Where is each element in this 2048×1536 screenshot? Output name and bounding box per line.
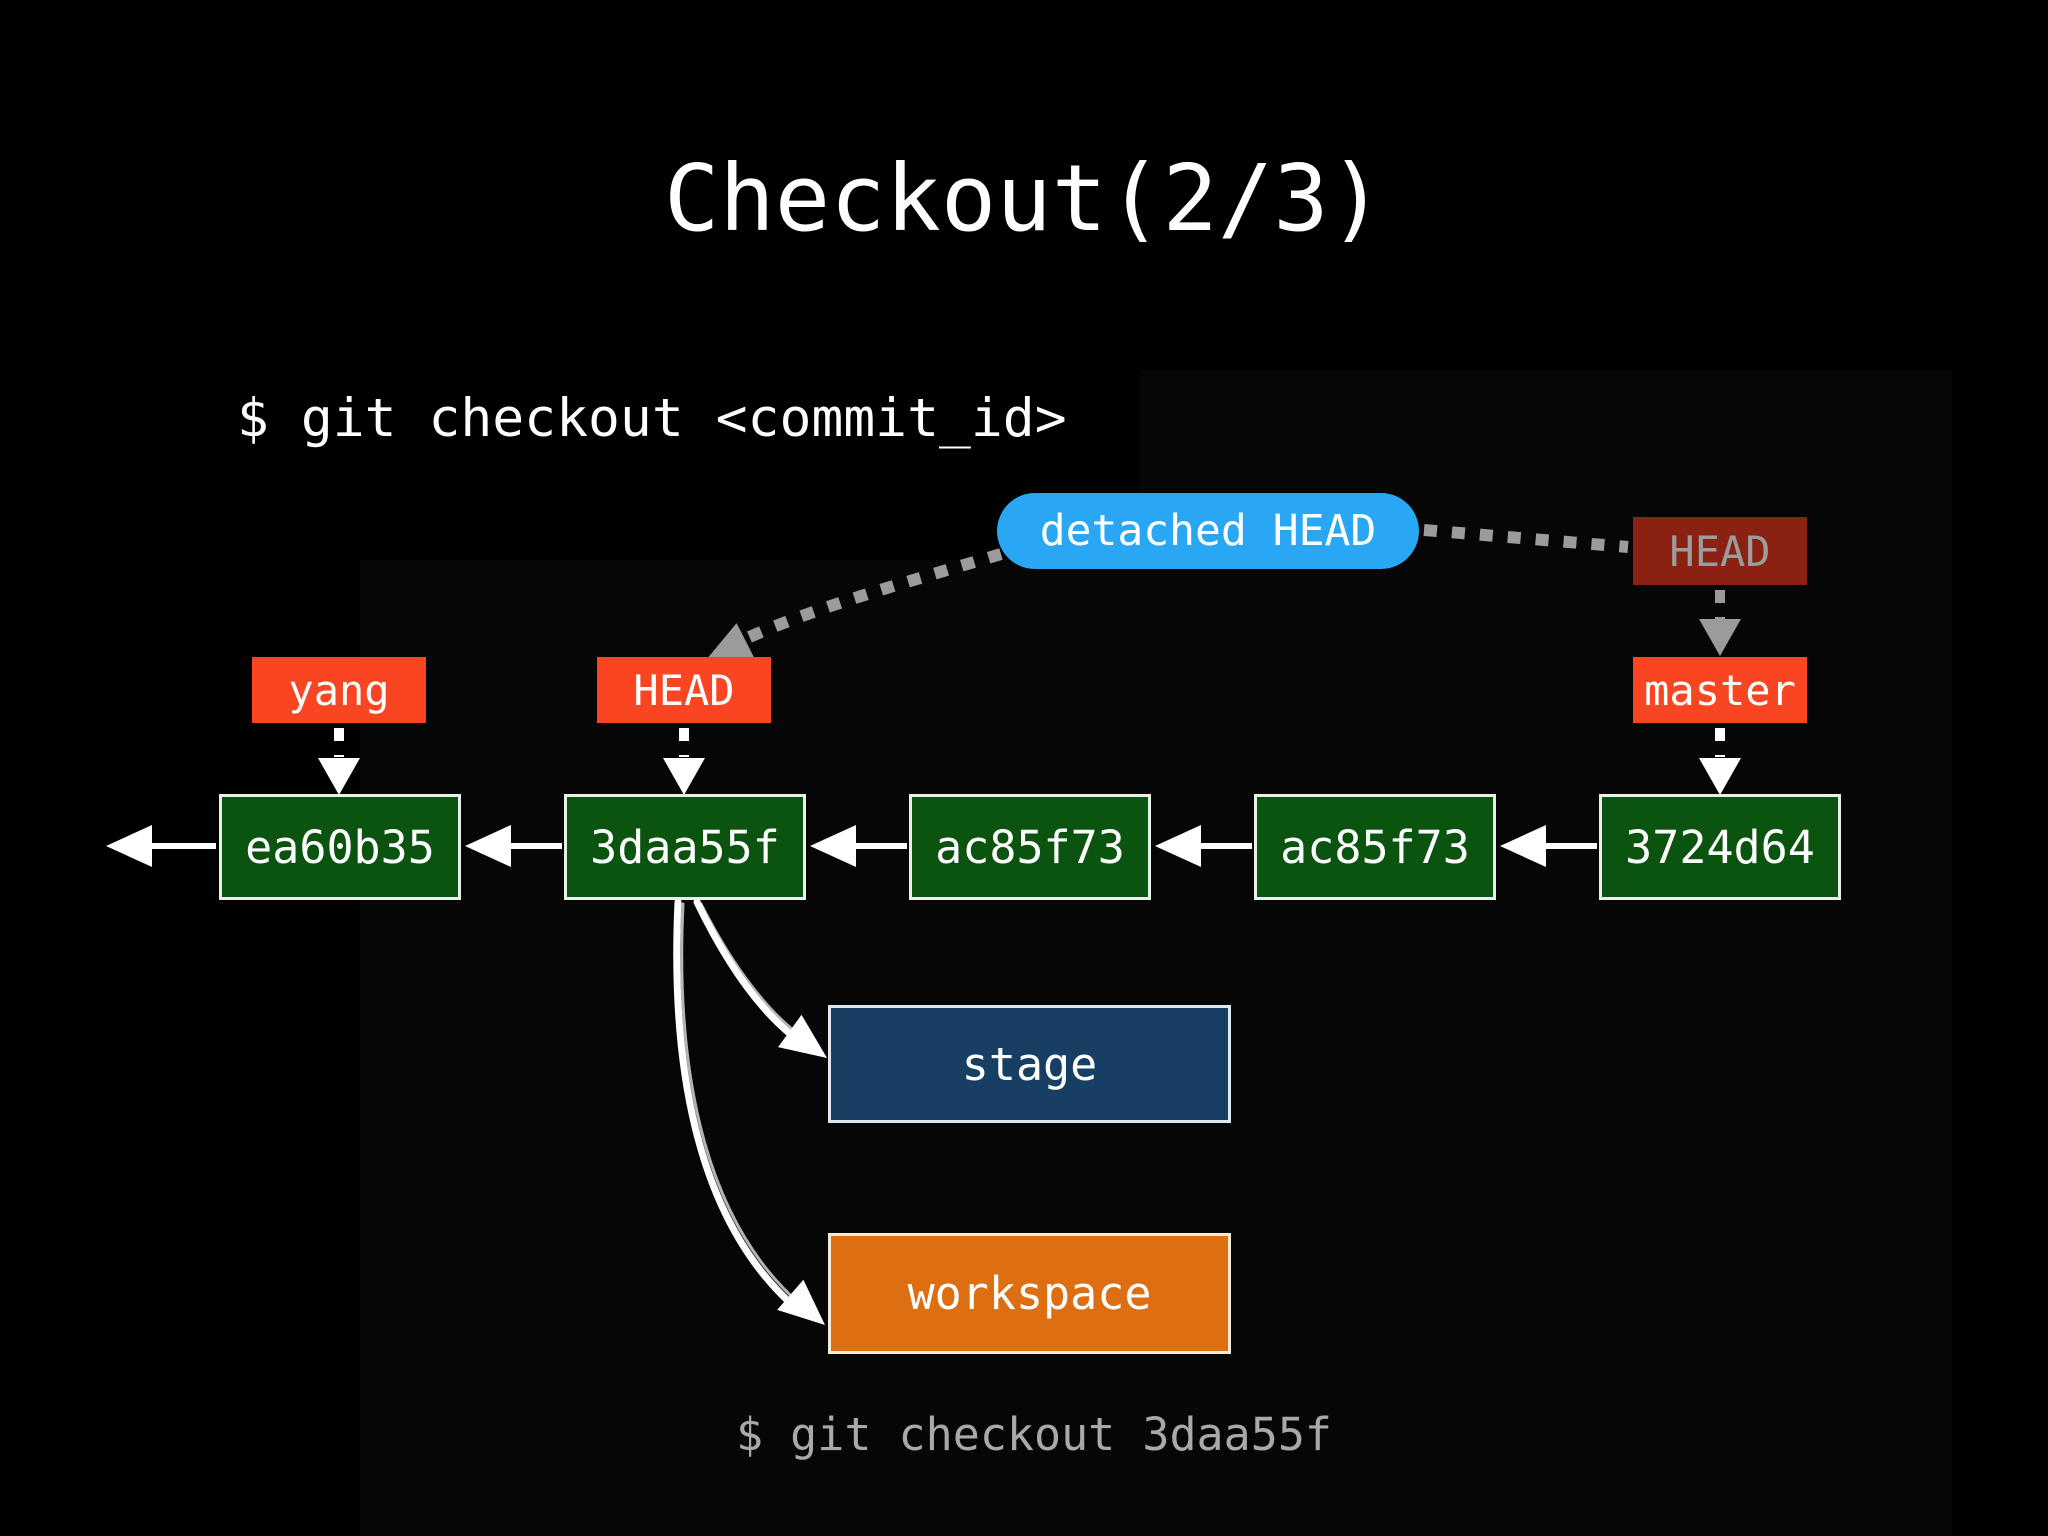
branch-label-master: master: [1633, 657, 1807, 723]
detached-head-link-line: [1423, 524, 1629, 553]
history-continues-arrow: [106, 825, 216, 867]
master-pointer-arrow: [1699, 728, 1741, 795]
commit-parent-arrow: [1500, 825, 1597, 867]
head-pointer-arrow: [663, 728, 705, 795]
detached-head-callout: detached HEAD: [997, 493, 1419, 569]
slide-title: Checkout(2/3): [663, 144, 1385, 252]
commit-node: 3724d64: [1599, 794, 1841, 900]
commit-node: ac85f73: [909, 794, 1151, 900]
checkout-workspace-arrow: [673, 898, 825, 1325]
workspace-box: workspace: [828, 1233, 1231, 1354]
yang-pointer-arrow: [318, 728, 360, 795]
footer-command-text: $ git checkout 3daa55f: [735, 1408, 1333, 1461]
checkout-stage-arrow: [693, 898, 827, 1058]
stage-box: stage: [828, 1005, 1231, 1123]
head-label: HEAD: [597, 657, 771, 723]
old-head-label: HEAD: [1633, 517, 1807, 585]
commit-parent-arrow: [810, 825, 907, 867]
branch-label-yang: yang: [252, 657, 426, 723]
commit-node: ea60b35: [219, 794, 461, 900]
commit-parent-arrow: [1155, 825, 1252, 867]
command-text: $ git checkout <commit_id>: [237, 388, 1067, 449]
commit-node: 3daa55f: [564, 794, 806, 900]
commit-node: ac85f73: [1254, 794, 1496, 900]
commit-parent-arrow: [465, 825, 562, 867]
old-head-pointer-arrow: [1699, 590, 1741, 656]
